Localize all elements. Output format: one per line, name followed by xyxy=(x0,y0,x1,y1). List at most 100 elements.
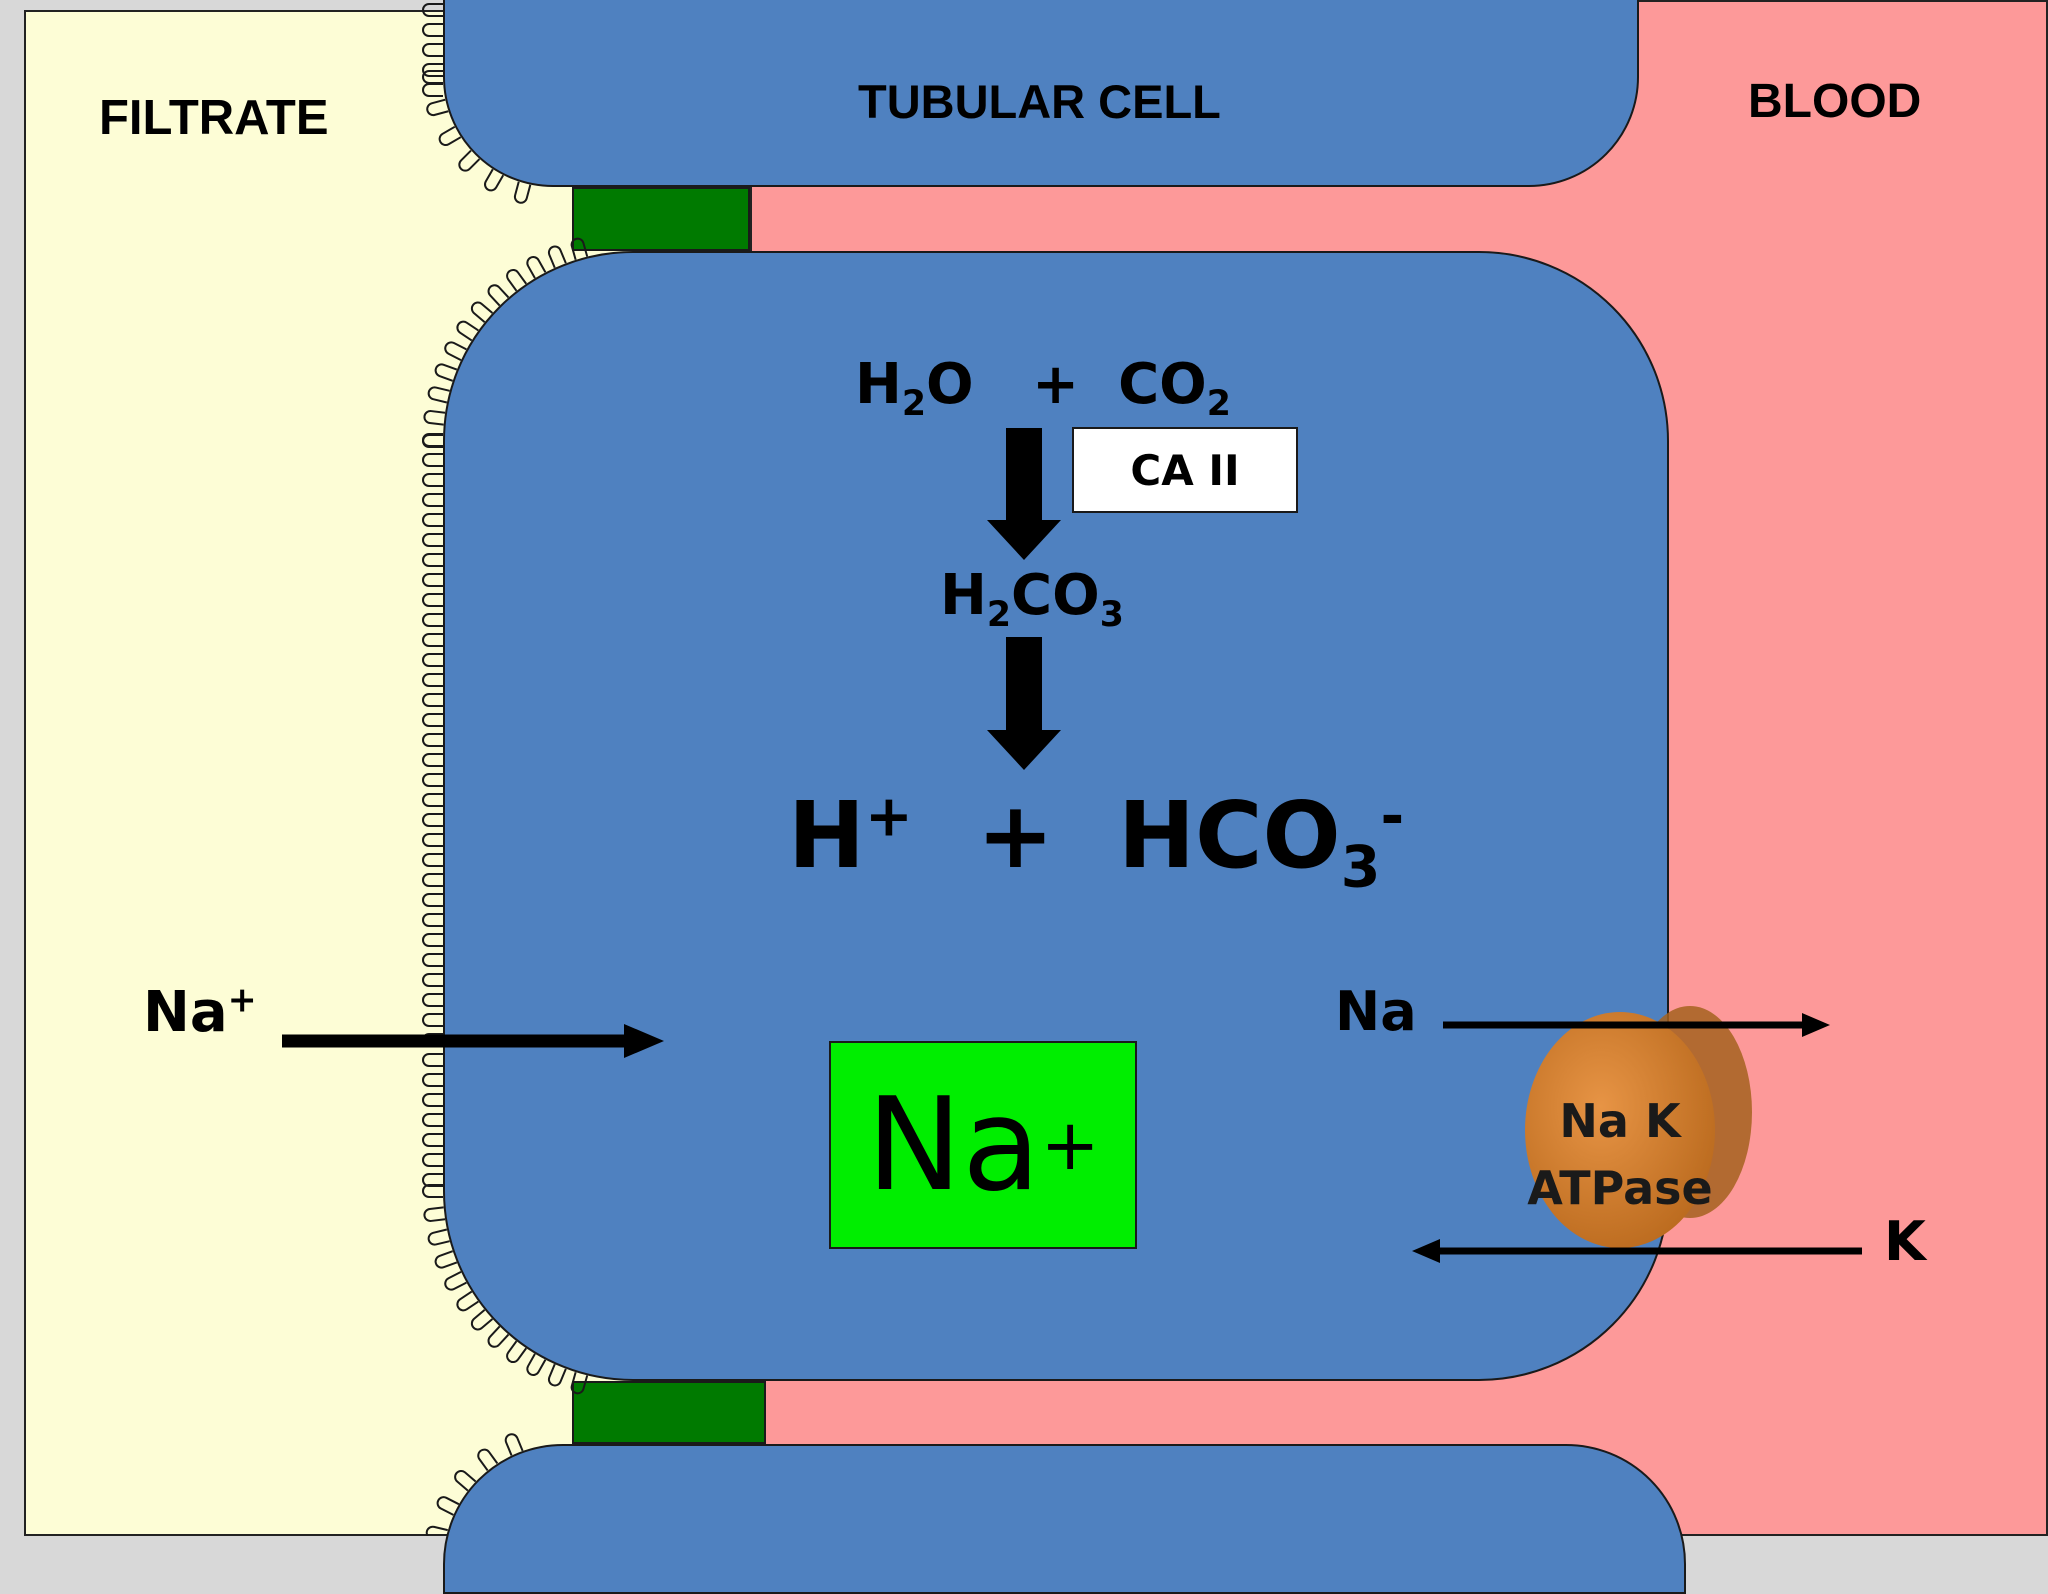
tubular-cell-top xyxy=(443,0,1639,187)
microvillus xyxy=(506,1340,527,1364)
reaction-arrow-down-1 xyxy=(987,428,1061,560)
pump-label-line1: Na K xyxy=(1559,1094,1681,1148)
na-k-atpase-pump xyxy=(1525,1006,1752,1248)
microvillus xyxy=(422,953,443,967)
microvillus xyxy=(454,1469,477,1492)
microvillus xyxy=(434,363,458,382)
microvillus xyxy=(422,1073,443,1087)
microvillus xyxy=(506,269,527,292)
microvillus xyxy=(422,23,443,37)
reaction-products: H+ + HCO3- xyxy=(788,782,1405,901)
microvillus xyxy=(422,1093,443,1107)
microvillus xyxy=(422,933,443,947)
microvillus xyxy=(422,633,443,647)
k-entry-arrowhead xyxy=(1412,1239,1440,1263)
microvillus xyxy=(422,83,443,97)
microvillus xyxy=(444,1271,467,1291)
microvillus xyxy=(422,793,443,807)
microvillus xyxy=(570,1371,589,1395)
microvillus xyxy=(423,1206,446,1222)
microvillus xyxy=(427,386,450,404)
microvillus xyxy=(422,434,443,448)
microvillus xyxy=(470,301,494,323)
microvillus xyxy=(547,245,567,269)
microvillus xyxy=(513,181,532,204)
microvillus xyxy=(422,1013,443,1027)
microvillus xyxy=(438,125,462,146)
microvillus xyxy=(422,453,443,467)
microvillus xyxy=(458,149,481,172)
tight-junction-top xyxy=(572,187,750,251)
microvillus xyxy=(422,673,443,687)
microvillus xyxy=(422,713,443,727)
microvillus xyxy=(422,593,443,607)
microvillus xyxy=(436,1496,460,1516)
microvillus xyxy=(570,237,589,261)
microvillus xyxy=(422,473,443,487)
microvillus xyxy=(422,573,443,587)
microvillus xyxy=(422,3,443,17)
microvillus xyxy=(422,873,443,887)
microvillus xyxy=(422,513,443,527)
microvillus xyxy=(487,284,510,307)
microvillus xyxy=(484,168,505,192)
microvillus xyxy=(444,341,467,361)
microvillus xyxy=(422,1153,443,1167)
microvillus xyxy=(422,1184,443,1198)
microvillus xyxy=(426,98,449,117)
microvillus xyxy=(422,533,443,547)
microvillus xyxy=(434,1250,458,1269)
microvillus xyxy=(470,1309,494,1331)
microvillus xyxy=(422,43,443,57)
microvillus xyxy=(427,1228,450,1246)
na-filtrate-label: Na+ xyxy=(143,980,257,1045)
microvillus xyxy=(422,993,443,1007)
microvillus xyxy=(422,973,443,987)
tubular-cell-label: TUBULAR CELL xyxy=(858,75,1221,128)
microvillus xyxy=(477,1448,499,1472)
microvillus xyxy=(526,256,547,279)
microvillus xyxy=(456,1290,479,1312)
reaction-arrow-down-2 xyxy=(987,637,1061,770)
na-k-atpase-label: Na K ATPase xyxy=(1510,1088,1730,1221)
carbonic-anhydrase-label: CA II xyxy=(1072,427,1298,513)
microvillus xyxy=(422,1133,443,1147)
microvillus xyxy=(422,913,443,927)
intracellular-na-box: Na+ xyxy=(829,1041,1137,1249)
microvillus xyxy=(422,613,443,627)
blood-label: BLOOD xyxy=(1748,75,1922,128)
microvillus xyxy=(422,493,443,507)
microvillus xyxy=(423,410,446,426)
filtrate-label: FILTRATE xyxy=(99,91,329,145)
microvillus xyxy=(422,853,443,867)
microvillus xyxy=(547,1363,567,1387)
microvillus xyxy=(422,833,443,847)
microvillus xyxy=(425,1525,448,1536)
reaction-reactants: H2O + CO2 xyxy=(855,352,1231,425)
microvillus xyxy=(422,1113,443,1127)
na-exit-label: Na xyxy=(1335,980,1417,1043)
microvillus xyxy=(422,63,443,77)
microvillus xyxy=(422,813,443,827)
microvillus xyxy=(456,320,479,342)
microvillus xyxy=(422,693,443,707)
microvillus xyxy=(422,773,443,787)
microvillus xyxy=(422,653,443,667)
k-entry-label: K xyxy=(1884,1210,1926,1273)
microvillus xyxy=(504,1433,524,1456)
na-entry-arrowhead xyxy=(624,1024,664,1058)
microvillus xyxy=(422,753,443,767)
na-exit-arrowhead xyxy=(1802,1013,1830,1037)
microvillus xyxy=(422,1053,443,1067)
microvillus xyxy=(526,1353,547,1376)
microvillus xyxy=(422,553,443,567)
pump-label-line2: ATPase xyxy=(1527,1160,1713,1215)
microvillus xyxy=(422,733,443,747)
carbonic-acid-label: H2CO3 xyxy=(940,563,1124,636)
microvillus xyxy=(487,1325,510,1348)
diagram-overlay xyxy=(282,3,1862,1536)
brush-border-microvilli xyxy=(422,3,589,1536)
microvillus xyxy=(422,70,443,84)
microvillus xyxy=(422,893,443,907)
tight-junction-bottom xyxy=(572,1381,766,1444)
